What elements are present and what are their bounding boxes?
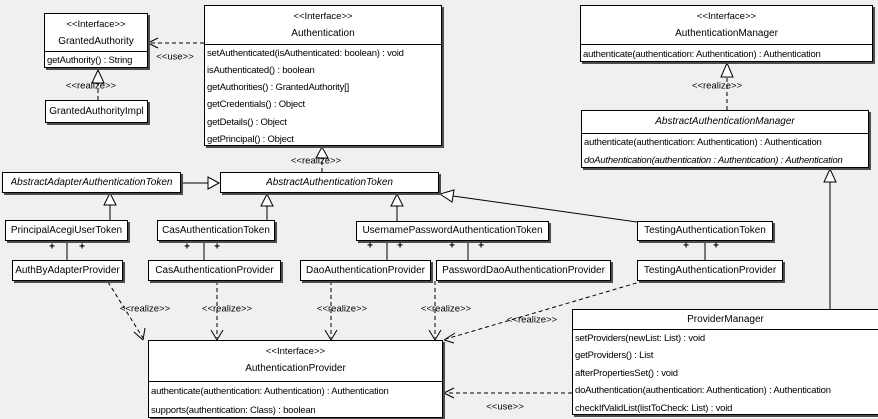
generalization-testing-line <box>452 195 638 223</box>
generalization-username-arrow <box>390 192 404 207</box>
method-signature: getProviders() : List <box>575 350 654 362</box>
class-name: ProviderManager <box>687 314 764 325</box>
class-name: GrantedAuthorityImpl <box>49 106 144 117</box>
class-granted-authority-impl[interactable]: GrantedAuthorityImpl <box>45 100 148 123</box>
class-cas-authentication-token[interactable]: CasAuthenticationToken <box>157 220 275 241</box>
class-authentication[interactable]: <<Interface>> Authentication setAuthentica… <box>204 5 442 146</box>
class-password-dao-authentication-provider[interactable]: PasswordDaoAuthenticationProvider <box>436 260 611 281</box>
multiplicity-plus: + <box>184 241 190 253</box>
edge-label-realize-dao: <<realize>> <box>316 303 368 315</box>
class-name: PrincipalAcegiUserToken <box>10 225 123 236</box>
generalization-cas-arrow <box>260 192 274 207</box>
edge-label-use-provider-manager: <<use>> <box>486 401 524 413</box>
class-name: CasAuthenticationToken <box>162 225 270 236</box>
realize-grantedauthorityimpl-arrow <box>91 68 105 84</box>
class-name: AuthByAdapterProvider <box>15 265 120 276</box>
method-signature: authenticate(authentication: Authenticat… <box>583 49 821 60</box>
class-principal-acegi-user-token[interactable]: PrincipalAcegiUserToken <box>5 220 128 241</box>
class-name: UsernamePasswordAuthenticationToken <box>362 225 543 236</box>
class-auth-by-adapter-provider[interactable]: AuthByAdapterProvider <box>12 260 123 281</box>
class-cas-authentication-provider[interactable]: CasAuthenticationProvider <box>148 260 281 281</box>
realize-testingprovider-line <box>445 278 651 340</box>
class-name: GrantedAuthority <box>58 36 134 47</box>
method-signature: setProviders(newList: List) : void <box>575 333 705 344</box>
class-dao-authentication-provider[interactable]: DaoAuthenticationProvider <box>300 260 431 281</box>
class-granted-authority[interactable]: <<Interface>> GrantedAuthority getAuthorit… <box>44 13 148 68</box>
realize-abstractmanager-arrow <box>720 61 734 78</box>
generalization-principal-arrow <box>103 191 117 206</box>
method-signature: doAuthentication(authentication: Authent… <box>575 385 831 397</box>
class-name: DaoAuthenticationProvider <box>306 265 425 276</box>
class-testing-authentication-token[interactable]: TestingAuthenticationToken <box>637 221 773 241</box>
multiplicity-plus: + <box>683 240 689 252</box>
method-signature: getDetails() : Object <box>207 116 287 128</box>
realize-authbyadapter-arrow <box>133 327 146 341</box>
method-signature: getCredentials() : Object <box>207 99 305 111</box>
class-name: AuthenticationProvider <box>245 363 346 374</box>
method-signature: setAuthenticated(isAuthenticated: boolea… <box>207 48 404 59</box>
edge-label-realize-auth-by-adapter: <<realize>> <box>119 303 171 315</box>
generalization-testing-arrow <box>438 189 455 203</box>
method-signature: afterPropertiesSet() : void <box>575 367 678 379</box>
edge-label-realize-authentication: <<realize>> <box>290 155 342 167</box>
method-signature: getAuthorities() : GrantedAuthority[] <box>207 82 350 94</box>
multiplicity-plus: + <box>214 241 220 253</box>
method-signature: authenticate(authentication: Authenticat… <box>584 137 822 148</box>
class-name: CasAuthenticationProvider <box>155 265 274 276</box>
class-abstract-authentication-token[interactable]: AbstractAuthenticationToken <box>220 172 439 193</box>
class-username-password-authentication-token[interactable]: UsernamePasswordAuthenticationToken <box>356 221 549 241</box>
multiplicity-plus: + <box>367 240 373 252</box>
class-authentication-provider[interactable]: <<Interface>> AuthenticationProvider authe… <box>148 340 443 418</box>
class-name: TestingAuthenticationProvider <box>643 265 777 276</box>
edge-label-realize-cas: <<realize>> <box>201 303 253 315</box>
realize-abstracttoken-arrow <box>315 145 329 159</box>
edge-label-realize-testing: <<realize>> <box>506 314 558 326</box>
generalization-providermanager-arrow <box>823 167 837 183</box>
edge-label-use-granted-authority: <<use>> <box>156 51 194 63</box>
class-name: TestingAuthenticationToken <box>644 225 766 236</box>
method-signature: authenticate(authentication: Authenticat… <box>151 386 389 397</box>
realize-testingprovider-arrow <box>443 332 456 344</box>
class-testing-authentication-provider[interactable]: TestingAuthenticationProvider <box>637 260 783 281</box>
multiplicity-plus: + <box>49 241 55 253</box>
multiplicity-plus: + <box>397 240 403 252</box>
class-name: AuthenticationManager <box>675 28 778 39</box>
method-signature: supports(authentication: Class) : boolea… <box>151 405 316 416</box>
edge-label-realize-granted-authority: <<realize>> <box>65 80 117 92</box>
class-name: Authentication <box>291 28 355 39</box>
method-signature: getAuthority() : String <box>47 55 133 66</box>
stereotype-label: <<Interface>> <box>293 11 353 22</box>
class-provider-manager[interactable]: ProviderManager setProviders(newList: Lis… <box>572 309 878 415</box>
multiplicity-plus: + <box>713 240 719 252</box>
multiplicity-plus: + <box>79 241 85 253</box>
class-name: AbstractAdapterAuthenticationToken <box>10 177 173 188</box>
method-signature: checkIfValidList(listToCheck: List) : vo… <box>575 402 733 414</box>
realize-dao-arrow <box>324 329 338 341</box>
class-name: AbstractAuthenticationToken <box>266 177 393 188</box>
edge-label-realize-authentication-manager: <<realize>> <box>691 80 743 92</box>
multiplicity-plus: + <box>449 240 455 252</box>
realize-cas-arrow <box>210 329 224 341</box>
stereotype-label: <<Interface>> <box>696 11 757 22</box>
stereotype-label: <<Interface>> <box>265 346 326 357</box>
class-authentication-manager[interactable]: <<Interface>> AuthenticationManager authen… <box>580 5 873 62</box>
class-name: AbstractAuthenticationManager <box>655 116 795 127</box>
method-signature: isAuthenticated() : boolean <box>207 65 315 77</box>
method-signature: getPrincipal() : Object <box>207 133 294 145</box>
use-providermanager-arrow <box>443 387 455 399</box>
realize-passworddao-arrow <box>428 329 442 341</box>
method-signature: doAuthentication(authentication : Authen… <box>584 155 843 166</box>
generalization-adapter-token-arrow <box>207 176 221 190</box>
multiplicity-plus: + <box>478 240 484 252</box>
use-grantedauthority-arrow <box>147 37 159 49</box>
edge-label-realize-password-dao: <<realize>> <box>420 303 472 315</box>
class-name: PasswordDaoAuthenticationProvider <box>442 265 605 276</box>
stereotype-label: <<Interface>> <box>66 19 126 30</box>
class-abstract-adapter-authentication-token[interactable]: AbstractAdapterAuthenticationToken <box>2 172 181 193</box>
class-abstract-authentication-manager[interactable]: AbstractAuthenticationManager authenticat… <box>581 110 869 168</box>
